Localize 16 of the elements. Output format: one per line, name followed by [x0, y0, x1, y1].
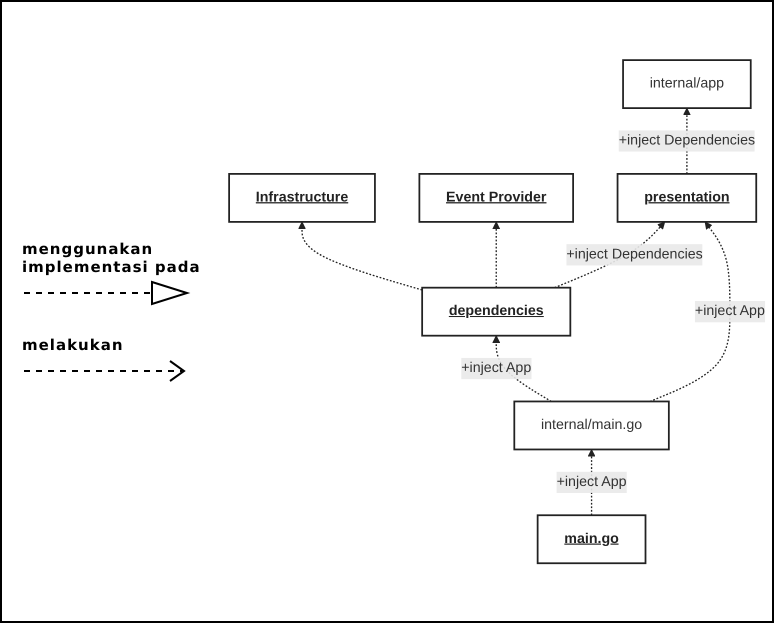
node-box: internal/main.go: [513, 400, 670, 450]
node-box: main.go: [536, 514, 646, 564]
node-box: Infrastructure: [228, 172, 376, 223]
arrow: [298, 221, 422, 290]
node-box: internal/app: [622, 59, 752, 109]
edge-label: +inject Dependencies: [566, 246, 703, 262]
node-box: dependencies: [421, 286, 572, 336]
legend-text: menggunakan implementasi pada: [22, 240, 202, 276]
edge-label: +inject App: [556, 474, 627, 490]
node-box: presentation: [616, 172, 758, 223]
edge-label: +inject Dependencies: [618, 132, 756, 148]
arrow: [492, 221, 500, 288]
edge-label: +inject App: [461, 360, 532, 376]
edge-label: +inject App: [694, 303, 765, 319]
node-box: Event Provider: [418, 172, 574, 223]
legend-text: melakukan: [22, 336, 124, 354]
